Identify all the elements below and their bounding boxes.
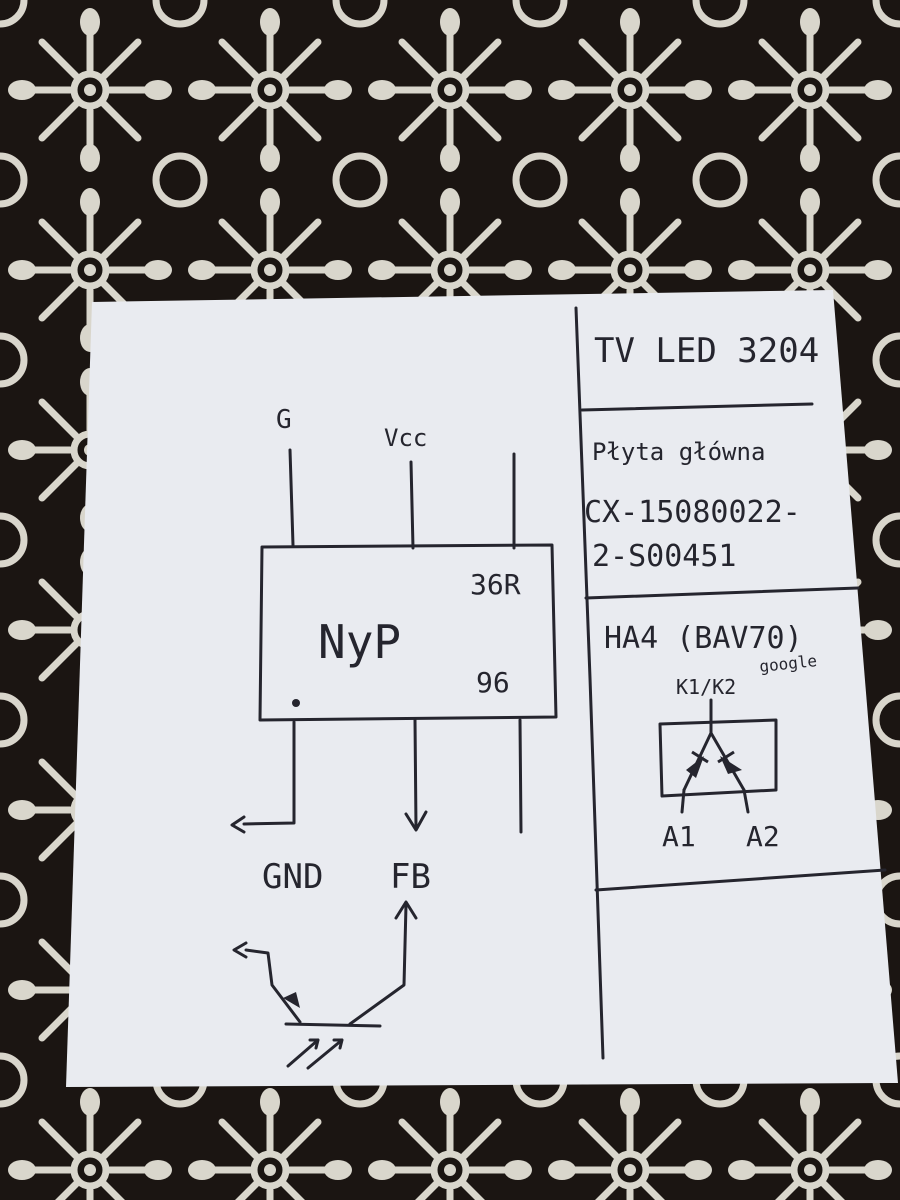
sensor-emitter-wire — [244, 948, 302, 1024]
paper-note — [66, 290, 898, 1087]
diode-right-triangle — [720, 756, 742, 774]
diode-common-label: K1/K2 — [676, 675, 736, 699]
diode-pin-a2-label: A2 — [746, 820, 780, 853]
gnd-wire — [242, 720, 296, 826]
gnd-arrow — [230, 815, 246, 834]
title: TV LED 3204 — [594, 331, 819, 371]
chip-name: NyP — [318, 615, 401, 669]
board-number-line1: CX-15080022- — [584, 495, 801, 530]
pin-g-wire — [288, 448, 295, 547]
divider-vertical — [574, 306, 605, 1060]
chip-code-top: 36R — [470, 568, 521, 601]
fb-wire — [413, 718, 418, 830]
diode-pin-a1 — [680, 788, 686, 814]
sensor-base-line — [284, 1022, 382, 1028]
fb-arrow — [404, 810, 428, 832]
chip-code-bottom: 96 — [476, 666, 510, 699]
diode-right-bar — [717, 750, 735, 764]
board-label: Płyta główna — [592, 438, 765, 466]
diode-left-bar — [691, 750, 709, 764]
pin-nc-bottom-wire — [518, 718, 523, 834]
divider-board — [584, 586, 860, 600]
pin-vcc-wire — [409, 460, 415, 550]
part-marking: HA4 (BAV70) — [604, 621, 803, 656]
board-number-line2: 2-S00451 — [592, 539, 737, 574]
gnd-label: GND — [262, 857, 323, 897]
chip-body — [258, 543, 558, 722]
diode-left-triangle — [686, 756, 704, 778]
pin-vcc-label: Vcc — [384, 424, 427, 452]
diode-pin-a2 — [742, 788, 750, 814]
sensor-fb-arrow — [394, 900, 418, 920]
diode-package — [658, 718, 778, 798]
divider-part — [594, 868, 887, 892]
diode-pin-a1-label: A1 — [662, 820, 696, 853]
pin1-dot — [292, 699, 300, 707]
divider-title — [580, 402, 814, 412]
light-rays — [286, 1038, 344, 1070]
sensor-gnd-arrow — [232, 941, 248, 959]
sensor-collector-wire — [348, 903, 408, 1026]
fb-label: FB — [390, 857, 431, 897]
pin-g-label: G — [276, 405, 292, 435]
sensor-emitter-arrowhead — [283, 992, 300, 1008]
